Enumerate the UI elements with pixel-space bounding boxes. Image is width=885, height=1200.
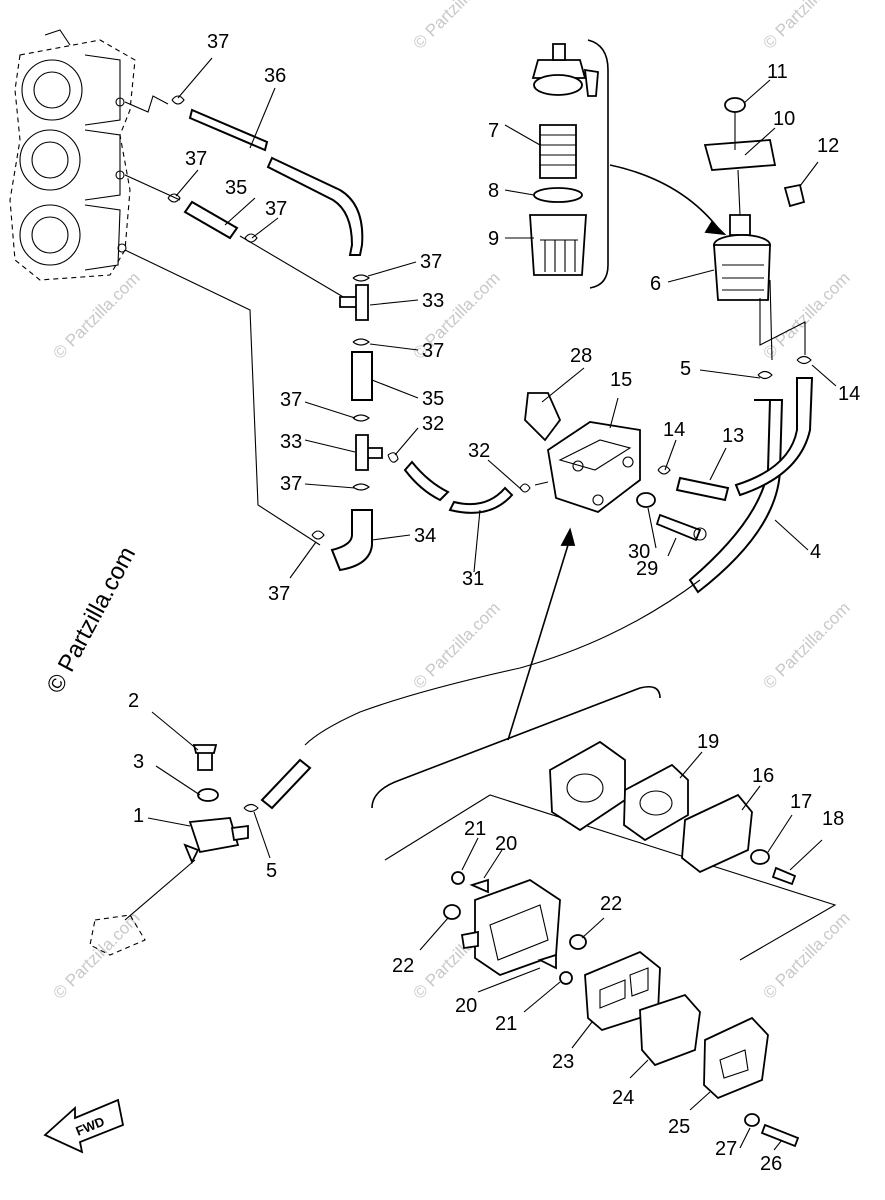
callout-14: 14 <box>663 419 685 441</box>
callout-20: 20 <box>455 995 477 1017</box>
t-joint-33-lower <box>355 434 383 471</box>
fwd-arrow: FWD <box>43 1098 125 1154</box>
watermark-tile: © Partzilla.com <box>409 0 503 53</box>
callout-30: 30 <box>628 541 650 563</box>
callout-37: 37 <box>268 583 290 605</box>
callout-27: 27 <box>715 1138 737 1160</box>
callout-37: 37 <box>185 148 207 170</box>
callout-numbers: 37 36 37 35 37 37 33 37 35 37 32 33 37 3… <box>128 31 860 1175</box>
callout-18: 18 <box>822 808 844 830</box>
callout-1: 1 <box>133 805 144 827</box>
exploded-frame <box>384 794 837 961</box>
callout-32: 32 <box>468 440 490 462</box>
fuel-joint-assembly <box>89 744 312 956</box>
callout-29: 29 <box>636 558 658 580</box>
callout-37: 37 <box>420 251 442 273</box>
watermark-tile: © Partzilla.com <box>759 0 853 53</box>
hose-14-line <box>734 377 814 497</box>
callout-32: 32 <box>422 413 444 435</box>
callout-9: 9 <box>488 228 499 250</box>
callout-14: 14 <box>838 383 860 405</box>
callout-31: 31 <box>462 568 484 590</box>
callout-11: 11 <box>767 61 788 83</box>
watermark-tile: © Partzilla.com <box>409 598 503 692</box>
callout-22: 22 <box>600 893 622 915</box>
callout-26: 26 <box>760 1153 782 1175</box>
callout-33: 33 <box>422 290 444 312</box>
callout-35: 35 <box>225 177 247 199</box>
callout-16: 16 <box>752 765 774 787</box>
watermark-tile: © Partzilla.com <box>759 598 853 692</box>
hose-36b <box>266 156 364 256</box>
fuel-filter-assembly <box>703 97 806 361</box>
callout-8: 8 <box>488 180 499 202</box>
hose-35-upper <box>183 200 239 240</box>
clip-14-upper <box>796 355 812 365</box>
callout-22: 22 <box>392 955 414 977</box>
clip-5-lower <box>243 803 259 813</box>
callout-25: 25 <box>668 1116 690 1138</box>
clip-32 <box>387 452 399 463</box>
hose-36 <box>188 108 269 152</box>
callout-24: 24 <box>612 1087 634 1109</box>
callout-37: 37 <box>280 389 302 411</box>
arrow-to-fuel-pump <box>507 544 569 741</box>
callout-20: 20 <box>495 833 517 855</box>
callout-13: 13 <box>722 425 744 447</box>
callout-37: 37 <box>280 473 302 495</box>
callout-17: 17 <box>790 791 812 813</box>
clips-37 <box>167 95 370 540</box>
callout-19: 19 <box>697 731 719 753</box>
t-joint-33-upper <box>339 284 369 321</box>
watermark-tile: © Partzilla.com <box>759 268 853 362</box>
callout-21: 21 <box>464 818 486 840</box>
callout-34: 34 <box>414 525 436 547</box>
callout-12: 12 <box>817 135 839 157</box>
callout-4: 4 <box>810 541 821 563</box>
watermark-tile: © Partzilla.com <box>49 908 143 1002</box>
callout-21: 21 <box>495 1013 517 1035</box>
callout-5: 5 <box>680 358 691 380</box>
clip-32-pump <box>519 483 531 493</box>
hose-31b <box>448 486 514 514</box>
pump-exploded-parts <box>443 740 800 1148</box>
callout-33: 33 <box>280 431 302 453</box>
hose-4 <box>688 399 784 594</box>
fuel-pump-assembly <box>524 392 707 542</box>
watermark-tile: © Partzilla.com <box>49 268 143 362</box>
callout-37: 37 <box>207 31 229 53</box>
callout-23: 23 <box>552 1051 574 1073</box>
callout-6: 6 <box>650 273 661 295</box>
clip-14-lower <box>657 465 671 475</box>
callout-7: 7 <box>488 120 499 142</box>
watermark-main: © Partzilla.com <box>41 542 141 697</box>
leader-lines <box>147 57 837 1151</box>
filter-element-group <box>529 39 609 289</box>
callout-28: 28 <box>570 345 592 367</box>
callout-15: 15 <box>610 369 632 391</box>
callout-37: 37 <box>422 340 444 362</box>
callout-37: 37 <box>265 198 287 220</box>
hose-31 <box>403 460 450 502</box>
carburetor-assembly <box>9 29 136 281</box>
callout-2: 2 <box>128 690 139 712</box>
callout-10: 10 <box>773 108 795 130</box>
callout-3: 3 <box>133 751 144 773</box>
clip-5-upper <box>757 370 773 380</box>
exploded-bracket <box>371 685 661 809</box>
callout-5: 5 <box>266 860 277 882</box>
hose-34 <box>330 509 373 572</box>
callout-36: 36 <box>264 65 286 87</box>
hose-35-lower <box>351 351 373 401</box>
hose-13 <box>675 476 730 502</box>
arrow-to-fuel-filter <box>609 164 719 229</box>
watermark-tile: © Partzilla.com <box>759 908 853 1002</box>
callout-35: 35 <box>422 388 444 410</box>
